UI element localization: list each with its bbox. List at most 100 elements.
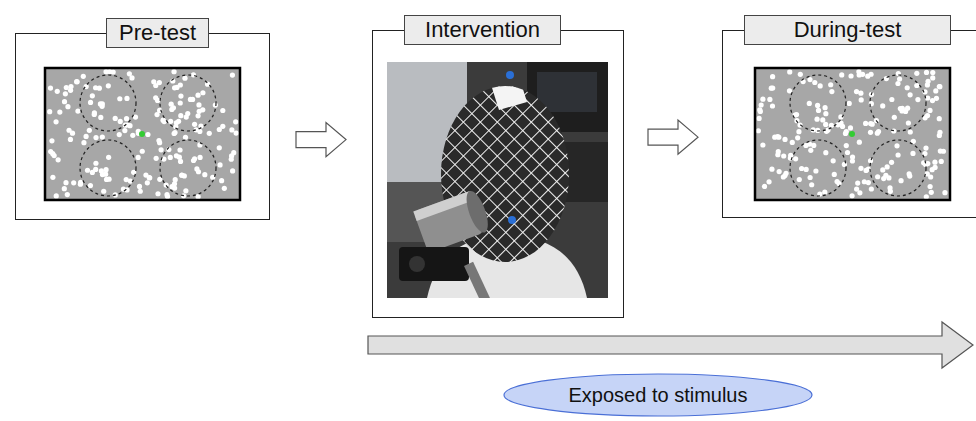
stimulus-dot bbox=[905, 106, 910, 111]
stimulus-dot bbox=[822, 190, 827, 195]
stimulus-dot bbox=[859, 97, 864, 102]
panel-tab: Pre-test bbox=[106, 18, 209, 48]
stimulus-dot bbox=[169, 102, 174, 107]
stimulus-dot bbox=[101, 189, 106, 194]
stimulus-dot bbox=[83, 134, 88, 139]
stimulus-dot bbox=[823, 122, 828, 127]
stimulus-dot bbox=[172, 185, 177, 190]
stimulus-dot bbox=[814, 117, 819, 122]
stimulus-dot bbox=[70, 131, 75, 136]
stimulus-dot bbox=[103, 167, 108, 172]
stage-panel: Pre-test bbox=[15, 33, 270, 220]
stimulus-dot bbox=[777, 169, 782, 174]
phase-label: Exposed to stimulus bbox=[569, 384, 748, 407]
stimulus-dot bbox=[908, 92, 913, 97]
stimulus-dot bbox=[775, 134, 780, 139]
stimulus-dot bbox=[92, 112, 97, 117]
stimulus-dot bbox=[88, 183, 93, 188]
stimulus-dot bbox=[928, 184, 933, 189]
stimulus-dot bbox=[63, 91, 68, 96]
stimulus-dot bbox=[762, 184, 767, 189]
stimulus-dot bbox=[933, 88, 938, 93]
stimulus-dot bbox=[798, 72, 803, 77]
stimulus-dot bbox=[197, 155, 202, 160]
stimulus-dot bbox=[172, 131, 177, 136]
stimulus-dot bbox=[923, 145, 928, 150]
stimulus-dot bbox=[907, 173, 912, 178]
stimulus-dot bbox=[925, 82, 930, 87]
stimulus-dot bbox=[168, 155, 173, 160]
stimulus-dot bbox=[177, 147, 182, 152]
stimulus-dot bbox=[886, 175, 891, 180]
stimulus-dot bbox=[844, 143, 849, 148]
stimulus-dot bbox=[889, 160, 894, 165]
stimulus-dot bbox=[62, 186, 67, 191]
stimulus-dot bbox=[157, 140, 162, 145]
stimulus-dot bbox=[929, 190, 934, 195]
stimulus-dot bbox=[927, 108, 932, 113]
stimulus-dot bbox=[196, 102, 201, 107]
stimulus-dot bbox=[930, 75, 935, 80]
stimulus-dot bbox=[124, 96, 129, 101]
stimulus-dot bbox=[191, 72, 196, 77]
stimulus-dot bbox=[868, 158, 873, 163]
stimulus-dot bbox=[767, 97, 772, 102]
stimulus-dot bbox=[68, 137, 73, 142]
stimulus-dot bbox=[781, 153, 786, 158]
stimulus-dot bbox=[164, 192, 169, 197]
stimulus-dot bbox=[782, 137, 787, 142]
stimulus-dot bbox=[47, 109, 52, 114]
stimulus-dot bbox=[875, 174, 880, 179]
stimulus-dot bbox=[942, 190, 947, 195]
stimulus-dot bbox=[81, 140, 86, 145]
stimulus-dot bbox=[85, 168, 90, 173]
stimulus-dot bbox=[850, 154, 855, 159]
stimulus-dot bbox=[823, 111, 828, 116]
stimulus-dot bbox=[162, 119, 167, 124]
stimulus-dot bbox=[860, 72, 865, 77]
stimulus-dot bbox=[857, 190, 862, 195]
stimulus-dot bbox=[233, 119, 238, 124]
stimulus-dot bbox=[815, 103, 820, 108]
stimulus-dot bbox=[153, 83, 158, 88]
stimulus-dot bbox=[53, 119, 58, 124]
stimulus-dot bbox=[816, 108, 821, 113]
stimulus-dot bbox=[828, 82, 833, 87]
stimulus-dot bbox=[65, 104, 70, 109]
stimulus-dot bbox=[829, 89, 834, 94]
stimulus-dot bbox=[756, 128, 761, 133]
stimulus-dot bbox=[219, 178, 224, 183]
stimulus-dot bbox=[100, 172, 105, 177]
stimulus-dot bbox=[217, 162, 222, 167]
stimulus-dot bbox=[78, 182, 83, 187]
stimulus-dot bbox=[937, 84, 942, 89]
stimulus-dot bbox=[892, 115, 897, 120]
stimulus-dot bbox=[190, 97, 195, 102]
stimulus-dot bbox=[230, 72, 235, 77]
stimulus-dot bbox=[758, 109, 763, 114]
stimulus-dot bbox=[906, 120, 911, 125]
stimulus-dot bbox=[183, 135, 188, 140]
stimulus-dot bbox=[794, 112, 799, 117]
stimulus-dot bbox=[869, 186, 874, 191]
stimulus-dot bbox=[848, 73, 853, 78]
stimulus-dot bbox=[230, 168, 235, 173]
stimulus-dot bbox=[129, 75, 134, 80]
stimulus-dot bbox=[75, 79, 80, 84]
stimulus-dot bbox=[924, 194, 929, 199]
stimulus-dot bbox=[807, 77, 812, 82]
stimulus-dot bbox=[847, 101, 852, 106]
stimulus-dot bbox=[63, 180, 68, 185]
stimulus-dot bbox=[118, 119, 123, 124]
stimulus-dot bbox=[194, 166, 199, 171]
stimulus-dot bbox=[760, 142, 765, 147]
stimulus-dot bbox=[171, 69, 176, 74]
stimulus-dot bbox=[74, 79, 79, 84]
stimulus-dot bbox=[145, 132, 150, 137]
stimulus-dot bbox=[182, 76, 187, 81]
stimulus-dot bbox=[770, 74, 775, 79]
stimulus-dot bbox=[202, 172, 207, 177]
stimulus-dot bbox=[124, 116, 129, 121]
stimulus-dot bbox=[848, 125, 853, 130]
